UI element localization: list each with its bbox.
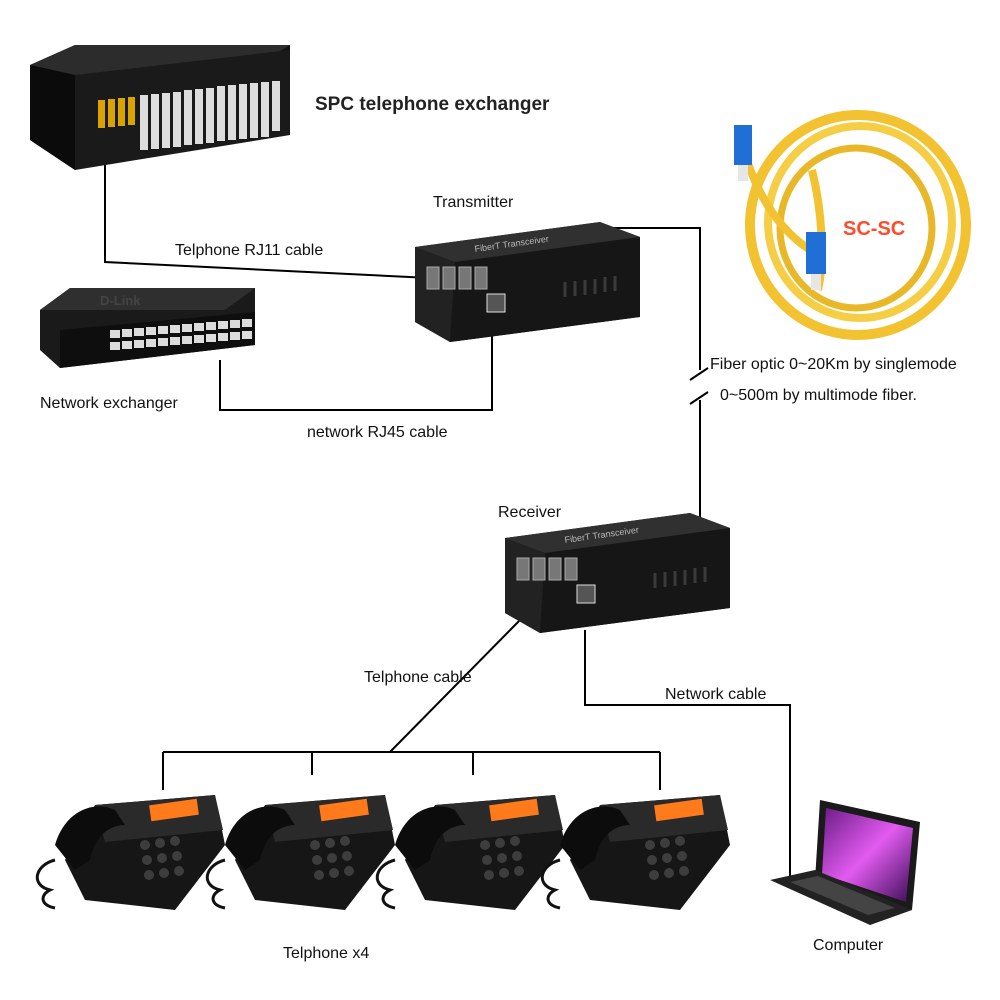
network-cable-line	[584, 630, 791, 878]
fiber-break-2	[689, 391, 709, 405]
switch-brand-text: D-Link	[100, 293, 141, 308]
telephone-2	[205, 793, 397, 912]
telephone-cable-line	[389, 619, 521, 753]
receiver-label: Receiver	[498, 504, 562, 521]
telephone-3	[375, 793, 567, 912]
computer-label: Computer	[813, 937, 884, 954]
telephone-4	[540, 793, 732, 912]
spc-exchanger-device	[30, 45, 290, 170]
spc-label: SPC telephone exchanger	[315, 94, 550, 115]
rj11-cable-line	[104, 162, 431, 279]
sc-connector-left	[734, 125, 752, 181]
transmitter-vents	[563, 276, 617, 297]
fiber-singlemode-label: Fiber optic 0~20Km by singlemode	[710, 356, 957, 373]
receiver-device: FiberT Transceiver	[505, 513, 730, 633]
spc-card-slots	[140, 81, 280, 150]
laptop-computer	[770, 800, 920, 925]
receiver-vents	[653, 567, 707, 588]
receiver-rj45-port	[576, 584, 596, 604]
telephone-count-label: Telphone x4	[283, 945, 369, 962]
network-switch-device: D-Link	[40, 288, 255, 368]
receiver-rj11-ports	[516, 557, 578, 581]
fiber-line-top	[590, 227, 701, 370]
transmitter-device: FiberT Transceiver	[415, 222, 640, 342]
network-cable-label: Network cable	[665, 686, 766, 703]
fiber-multimode-label: 0~500m by multimode fiber.	[720, 387, 917, 404]
rj11-label: Telphone RJ11 cable	[175, 242, 323, 259]
telephone-1	[35, 793, 227, 912]
switch-ports	[110, 319, 252, 350]
transmitter-rj11-ports	[426, 266, 488, 290]
rj45-label: network RJ45 cable	[307, 424, 448, 441]
rj45-cable-line	[219, 335, 493, 411]
fiber-break-1	[689, 367, 709, 381]
transmitter-rj45-port	[486, 293, 506, 313]
network-exchanger-label: Network exchanger	[40, 395, 179, 412]
telephone-cable-label: Telphone cable	[364, 669, 472, 686]
sc-connector-right	[806, 232, 826, 290]
fiber-patch-cable: SC-SC	[734, 110, 971, 340]
transmitter-label: Transmitter	[433, 194, 514, 211]
sc-sc-label: SC-SC	[843, 218, 905, 240]
